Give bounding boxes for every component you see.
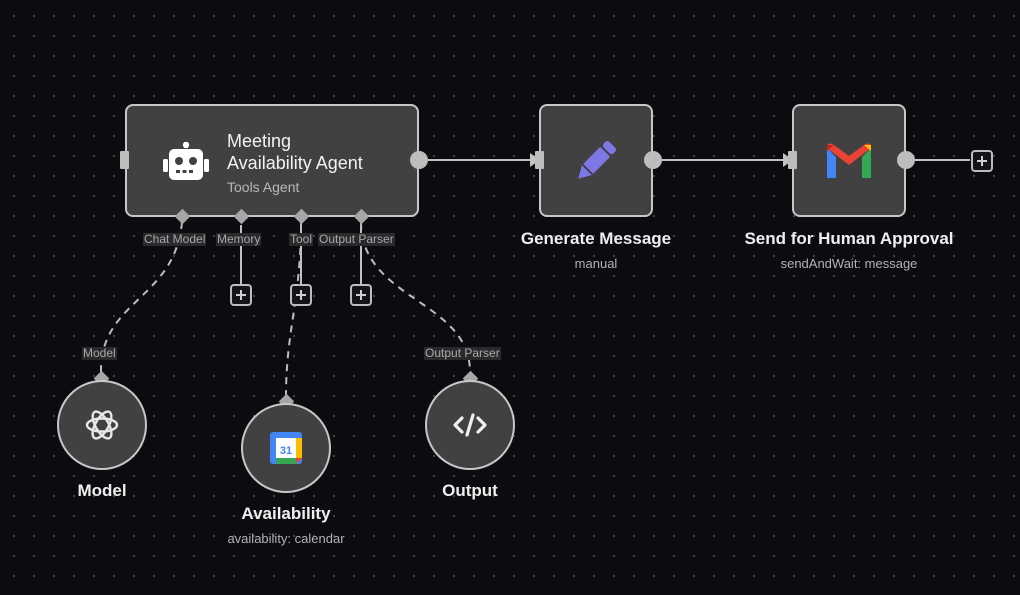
google-calendar-icon: 31 — [270, 432, 302, 464]
send-approval-title: Send for Human Approval — [744, 229, 954, 248]
robot-icon — [163, 142, 209, 182]
output-node[interactable] — [425, 380, 515, 470]
plus-icon — [977, 156, 987, 166]
dashed-wire-tool — [285, 221, 302, 397]
plus-icon — [356, 290, 366, 300]
add-output-parser-button[interactable] — [350, 284, 372, 306]
code-icon — [453, 413, 487, 437]
generate-message-title: Generate Message — [520, 229, 672, 248]
availability-title: Availability — [241, 504, 331, 523]
send-for-human-approval-node[interactable] — [792, 104, 906, 217]
calendar-day-text: 31 — [280, 445, 292, 457]
dashed-wire-model — [99, 221, 183, 373]
chat-model-port-label: Chat Model — [143, 232, 207, 246]
tool-port-label: Tool — [289, 232, 314, 246]
gmail-icon — [827, 143, 871, 178]
send-input-handle[interactable] — [788, 151, 797, 169]
agent-input-handle[interactable] — [120, 151, 129, 169]
model-port-label: Model — [82, 346, 117, 360]
agent-subtitle: Tools Agent — [227, 179, 300, 195]
send-approval-subtitle: sendAndWait: message — [780, 256, 918, 271]
send-output-handle[interactable] — [897, 151, 915, 169]
memory-port-label: Memory — [216, 232, 262, 246]
availability-subtitle: availability: calendar — [227, 531, 345, 546]
pencil-icon — [578, 140, 616, 179]
agent-title: Meeting Availability Agent — [227, 131, 363, 173]
model-node[interactable] — [57, 380, 147, 470]
availability-node[interactable]: 31 — [241, 403, 331, 493]
output-parser-sub-port-label: Output Parser — [424, 346, 501, 360]
generate-output-handle[interactable] — [644, 151, 662, 169]
plus-icon — [236, 290, 246, 300]
output-title: Output — [442, 481, 498, 500]
model-title: Model — [77, 481, 127, 500]
generate-message-node[interactable] — [539, 104, 653, 217]
generate-message-subtitle: manual — [574, 256, 618, 271]
generate-input-handle[interactable] — [535, 151, 544, 169]
meeting-availability-agent-node[interactable]: Meeting Availability Agent Tools Agent — [125, 104, 419, 217]
plus-icon — [296, 290, 306, 300]
add-memory-button[interactable] — [230, 284, 252, 306]
agent-output-handle[interactable] — [410, 151, 428, 169]
openai-icon — [85, 410, 119, 440]
add-tool-button[interactable] — [290, 284, 312, 306]
output-parser-port-label: Output Parser — [318, 232, 395, 246]
add-next-node-button[interactable] — [971, 150, 993, 172]
